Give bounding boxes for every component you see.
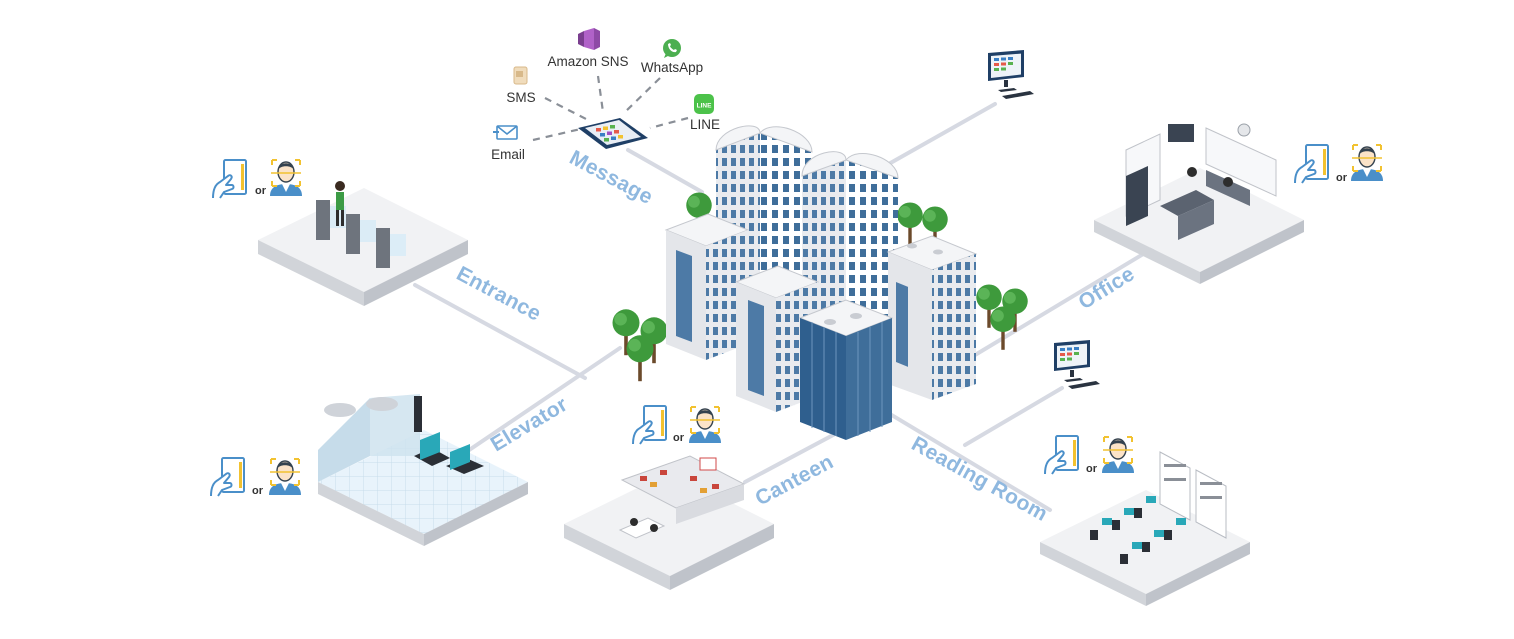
or-label: or [1086, 463, 1098, 475]
channel-label-amazon-sns: Amazon SNS [547, 54, 628, 69]
or-label: or [1336, 172, 1348, 184]
channel-label-sms: SMS [506, 90, 535, 105]
tablet-hub [578, 118, 648, 149]
canteen-platform [564, 455, 774, 590]
face-icon [268, 458, 302, 496]
connector-elevator [445, 346, 622, 467]
message-label: Message [566, 146, 657, 209]
line-icon-text: LINE [697, 103, 712, 110]
face-icon [688, 406, 722, 444]
office-auth: or [1294, 144, 1384, 184]
card-icon [1044, 435, 1079, 475]
reading-room-label: Reading Room [908, 432, 1052, 526]
reading-room-auth: or [1044, 435, 1135, 475]
line-icon: LINE [694, 94, 714, 114]
office-platform [1094, 123, 1304, 284]
or-label: or [252, 485, 264, 497]
office-label: Office [1074, 262, 1138, 314]
face-icon [1350, 144, 1384, 182]
channel-connectors [532, 75, 689, 142]
channel-label-email: Email [491, 147, 525, 162]
canteen-label: Canteen [752, 450, 838, 510]
elevator-platform [318, 394, 528, 546]
connector-monitor-top [876, 102, 997, 172]
face-icon [1101, 436, 1135, 474]
entrance-platform [258, 181, 468, 306]
or-label: or [673, 432, 685, 444]
elevator-auth: or [210, 457, 302, 497]
connector-message [626, 148, 704, 194]
entrance-label: Entrance [453, 262, 545, 326]
whatsapp-icon [663, 39, 681, 58]
card-icon [210, 457, 245, 497]
face-icon [269, 159, 303, 197]
entrance-auth: or [212, 159, 303, 199]
channel-label-whatsapp: WhatsApp [641, 60, 703, 75]
connector-entrance [413, 283, 587, 380]
reading-room-platform [1040, 451, 1250, 606]
amazon-sns-icon [578, 28, 600, 50]
building-cluster [612, 125, 1028, 440]
canteen-auth: or [632, 405, 722, 445]
elevator-label: Elevator [487, 393, 572, 457]
card-icon [212, 159, 247, 199]
or-label: or [255, 185, 267, 197]
card-icon [632, 405, 667, 445]
email-icon [493, 125, 518, 140]
channel-label-line: LINE [690, 117, 720, 132]
monitor-icon [988, 50, 1034, 99]
connector-monitor-right [963, 386, 1064, 447]
card-icon [1294, 144, 1329, 184]
sms-icon [513, 66, 528, 85]
monitor-icon [1054, 340, 1100, 389]
